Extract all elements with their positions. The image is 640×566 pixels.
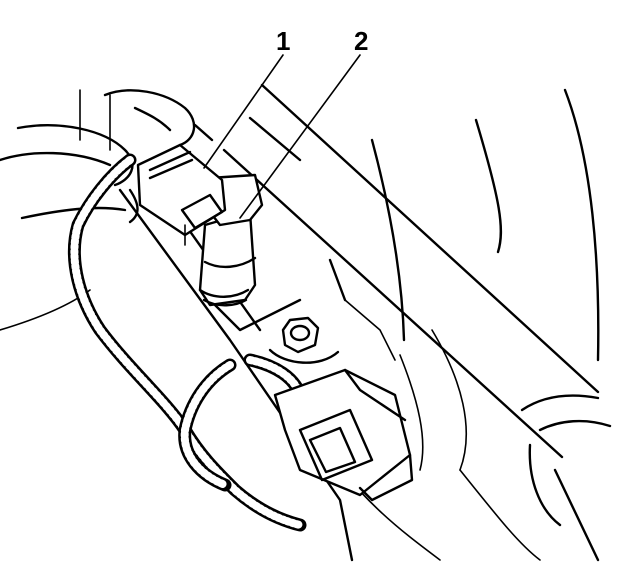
callout-1: 1 — [276, 26, 290, 56]
callout-2: 2 — [354, 26, 368, 56]
injector-connector — [136, 143, 227, 246]
fuel-rail — [222, 83, 612, 527]
leader-line-2 — [239, 54, 361, 219]
leader-lines — [203, 54, 361, 219]
bolt — [268, 316, 340, 364]
leader-line-1 — [203, 54, 284, 169]
wiring-harness — [67, 153, 307, 532]
hand — [0, 89, 214, 224]
sensor-connector — [273, 368, 414, 502]
